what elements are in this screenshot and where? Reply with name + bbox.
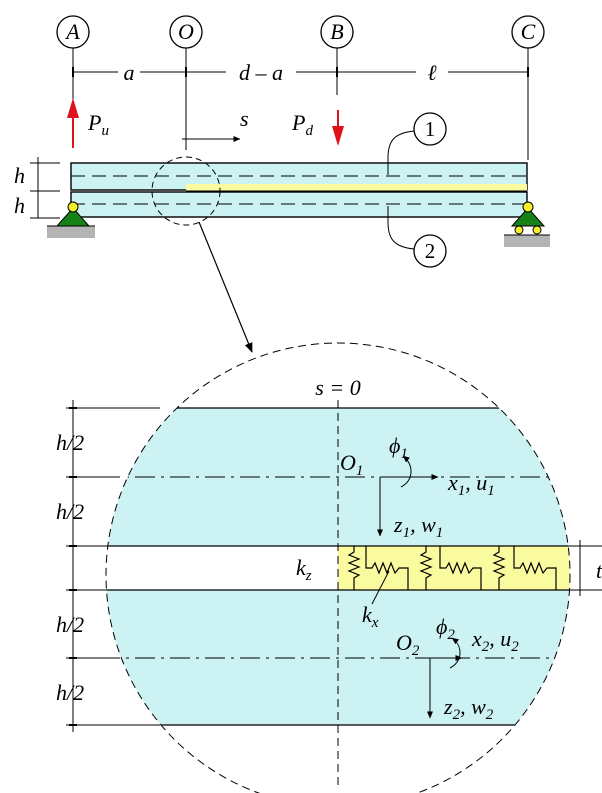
svg-text:z1, w1: z1, w1 xyxy=(393,512,443,541)
half-h-label-3: h/2 xyxy=(56,612,84,637)
detail-view: t h/2 h/2 h/2 h/2 s = 0 O1 ϕ1 x1, u1 z1,… xyxy=(56,342,602,793)
detail-marker-circle xyxy=(151,156,221,226)
half-h-label-4: h/2 xyxy=(56,680,84,705)
svg-text:z2, w2: z2, w2 xyxy=(443,694,494,723)
h-label-top: h xyxy=(14,163,25,188)
u2-subscript: 2 xyxy=(511,639,519,655)
kx-symbol: k xyxy=(362,602,373,627)
interface-springs xyxy=(347,546,557,590)
x2-symbol: x xyxy=(471,626,482,651)
u2-symbol: u xyxy=(500,626,511,651)
z1-subscript: 1 xyxy=(403,525,411,541)
svg-text:O2: O2 xyxy=(396,630,420,659)
svg-text:ϕ2: ϕ2 xyxy=(436,614,455,643)
u1-symbol: u xyxy=(476,470,487,495)
reference-lines xyxy=(72,48,529,160)
layer-number-2: 2 xyxy=(425,239,436,263)
o2-symbol: O xyxy=(396,630,412,655)
point-a-marker: A xyxy=(56,15,90,49)
x1-symbol: x xyxy=(447,470,458,495)
o1-subscript: 1 xyxy=(356,463,364,479)
svg-text:O1: O1 xyxy=(340,450,363,479)
point-a-label: A xyxy=(64,19,80,44)
point-b-marker: B xyxy=(320,15,354,49)
detail-h-dimensions xyxy=(66,400,160,732)
phi1-subscript: 1 xyxy=(400,446,408,462)
z2-symbol: z xyxy=(443,694,453,719)
axes-layer-2 xyxy=(427,637,463,719)
pu-symbol: P xyxy=(87,110,101,135)
point-labels: A O B C xyxy=(56,15,545,49)
dim-a-label: a xyxy=(124,60,135,85)
beam-layer-2 xyxy=(70,190,528,218)
layer-number-1: 1 xyxy=(425,117,436,141)
h-dimensions xyxy=(30,157,60,219)
svg-text:ϕ1: ϕ1 xyxy=(389,433,408,462)
phi1-symbol: ϕ xyxy=(389,433,400,458)
half-h-label-2: h/2 xyxy=(56,499,84,524)
point-o-label: O xyxy=(178,19,194,44)
kx-subscript: x xyxy=(371,615,379,631)
pu-subscript: u xyxy=(101,123,109,139)
s-label: s xyxy=(240,106,249,131)
detail-pointer-arrow xyxy=(198,221,253,353)
detail-circle xyxy=(105,342,571,793)
w2-symbol: w xyxy=(471,694,486,719)
point-c-marker: C xyxy=(511,15,545,49)
axes-layer-1 xyxy=(377,455,439,537)
svg-text:x2, u2: x2, u2 xyxy=(471,626,519,655)
phi2-symbol: ϕ xyxy=(436,614,447,639)
s-zero-label: s = 0 xyxy=(315,375,360,400)
layer-callout-1: 1 xyxy=(387,112,447,175)
kx-leader xyxy=(371,570,390,605)
s-coordinate: s xyxy=(182,106,249,142)
pd-symbol: P xyxy=(291,110,305,135)
z1-symbol: z xyxy=(393,512,403,537)
point-b-label: B xyxy=(330,19,343,44)
dim-ell-label: ℓ xyxy=(427,60,437,85)
svg-text:x1, u1: x1, u1 xyxy=(447,470,495,499)
kz-subscript: z xyxy=(305,568,312,584)
t-label: t xyxy=(596,558,602,583)
svg-text:kx: kx xyxy=(362,602,379,631)
u1-subscript: 1 xyxy=(487,483,495,499)
roller-support-right xyxy=(504,201,550,247)
o2-subscript: 2 xyxy=(412,643,420,659)
h-label-bottom: h xyxy=(14,193,25,218)
layer-callout-2: 2 xyxy=(387,206,447,268)
svg-text:Pd: Pd xyxy=(291,110,313,139)
x1-subscript: 1 xyxy=(458,483,466,499)
pin-support-left xyxy=(47,201,95,238)
w1-subscript: 1 xyxy=(436,525,444,541)
x2-subscript: 2 xyxy=(482,639,490,655)
detail-t-dimension xyxy=(560,540,602,596)
interface-strip xyxy=(186,184,527,191)
dim-d-minus-a-label: d – a xyxy=(239,60,283,85)
dimension-line xyxy=(72,67,529,77)
half-h-label-1: h/2 xyxy=(56,430,84,455)
pd-subscript: d xyxy=(305,123,313,139)
o1-symbol: O xyxy=(340,450,356,475)
w1-symbol: w xyxy=(421,512,436,537)
svg-text:kz: kz xyxy=(296,555,312,584)
kz-symbol: k xyxy=(296,555,307,580)
load-pu: Pu xyxy=(67,98,109,148)
point-c-label: C xyxy=(521,19,536,44)
load-pd: Pd xyxy=(291,110,344,146)
point-o-marker: O xyxy=(169,15,203,49)
phi2-subscript: 2 xyxy=(447,627,455,643)
z2-subscript: 2 xyxy=(453,707,461,723)
w2-subscript: 2 xyxy=(486,707,494,723)
svg-text:Pu: Pu xyxy=(87,110,109,139)
